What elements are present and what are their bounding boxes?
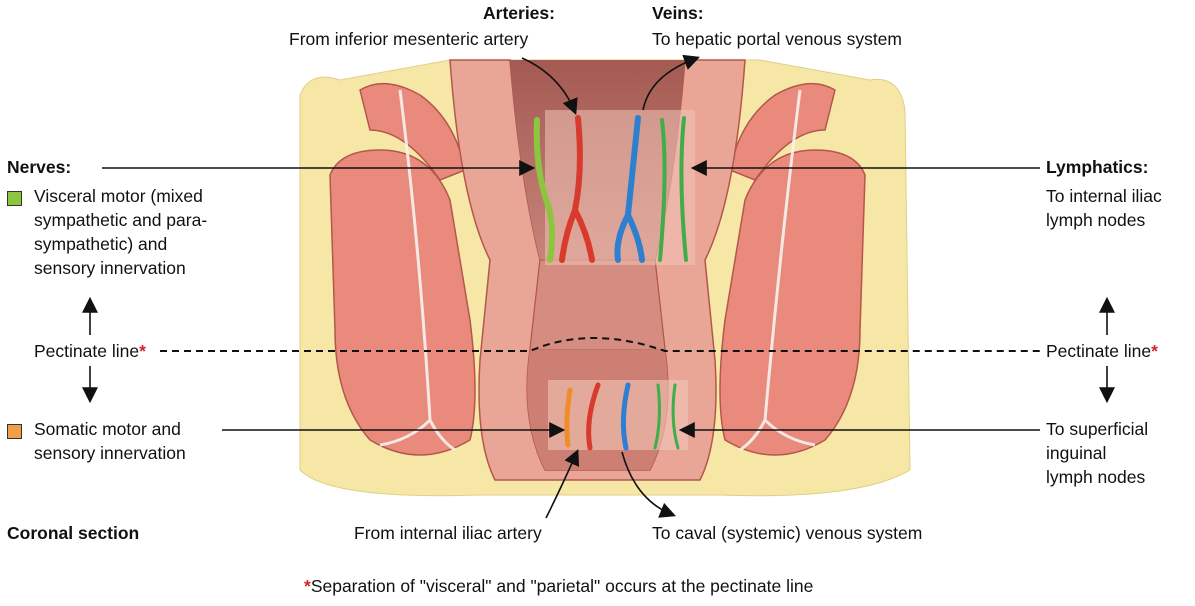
inferior-rectal-vein: [620, 382, 631, 451]
artery-upper-leader: [521, 57, 578, 115]
artery-lower-leader: [545, 449, 580, 519]
visceral-line-1: Visceral motor (mixed: [34, 186, 203, 206]
vein-lower-leader: [621, 451, 676, 518]
visceral-line-2: sympathetic and para-: [34, 210, 208, 230]
lymph-lower-line-2: inguinal: [1046, 443, 1107, 463]
somatic-nerve: [564, 387, 573, 448]
arteries-lower-label: From internal iliac artery: [354, 523, 542, 543]
arteries-title: Arteries:: [483, 3, 555, 23]
somatic-line-1: Somatic motor and: [34, 419, 181, 439]
pectinate-line: [160, 337, 1040, 352]
superior-rectal-vein: [614, 115, 645, 263]
section-label: Coronal section: [7, 523, 140, 543]
footnote: *Separation of "visceral" and "parietal"…: [304, 576, 814, 596]
lymph-upper-line-2: lymph nodes: [1046, 210, 1146, 230]
lymph-lower-line-1: To superficial: [1046, 419, 1149, 439]
lymph-upper-line-1: To internal iliac: [1046, 186, 1162, 206]
right-upper-muscle: [729, 82, 836, 181]
veins-title: Veins:: [652, 3, 704, 23]
somatic-line-2: sensory innervation: [34, 443, 186, 463]
visceral-swatch: [7, 191, 22, 206]
pectinate-label-right: Pectinate line*: [1046, 341, 1158, 361]
veins-lower-label: To caval (systemic) venous system: [652, 523, 923, 543]
left-levator-muscle: [329, 149, 476, 456]
visceral-nerve: [533, 117, 556, 263]
visceral-line-3: sympathetic) and: [34, 234, 168, 254]
arteries-upper-label: From inferior mesenteric artery: [289, 29, 529, 49]
nerves-title: Nerves:: [7, 157, 72, 177]
superior-rectal-artery: [559, 115, 595, 263]
left-upper-muscle: [359, 82, 466, 181]
visceral-line-4: sensory innervation: [34, 258, 186, 278]
vein-upper-leader: [642, 54, 701, 111]
inferior-rectal-artery: [586, 382, 601, 451]
lymph-lower-line-3: lymph nodes: [1046, 467, 1146, 487]
lymphatics-title: Lymphatics:: [1046, 157, 1149, 177]
veins-upper-label: To hepatic portal venous system: [652, 29, 902, 49]
pectinate-label-left: Pectinate line*: [34, 341, 146, 361]
right-levator-muscle: [719, 149, 866, 456]
lower-lymphatic: [653, 383, 680, 450]
anal-columns: [529, 259, 666, 351]
upper-lymphatic: [658, 116, 688, 262]
somatic-swatch: [7, 424, 22, 439]
